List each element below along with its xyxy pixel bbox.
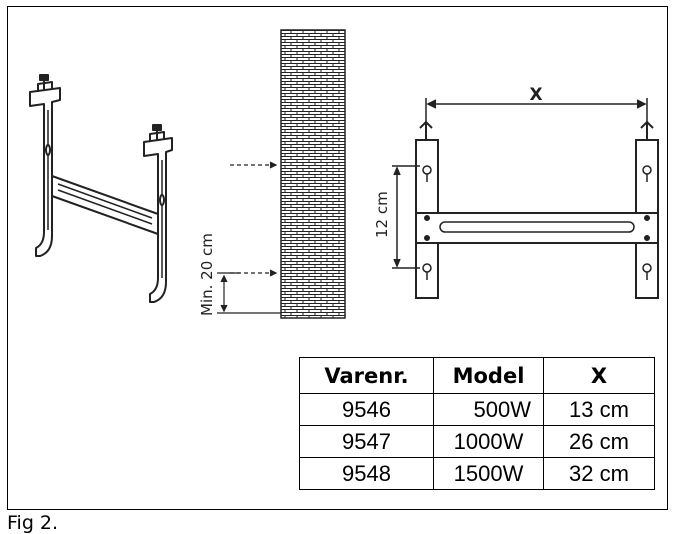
- table-header-row: Varenr. Model X: [299, 357, 655, 394]
- crossbar-slot: [439, 221, 635, 233]
- wall-section-illustration: Min. 20 cm: [198, 29, 346, 319]
- cell-varenr: 9548: [299, 457, 434, 490]
- header-model: Model: [433, 357, 544, 394]
- figure-caption: Fig 2.: [7, 512, 59, 534]
- cell-x: 13 cm: [543, 393, 655, 426]
- cell-varenr: 9546: [299, 393, 434, 426]
- width-x-label: X: [529, 85, 542, 105]
- cell-model: 1500W: [433, 457, 544, 490]
- table-row: 9547 1000W 26 cm: [299, 425, 655, 458]
- left-front-screw-icon: [419, 120, 433, 142]
- table-row: 9546 500W 13 cm: [299, 393, 655, 426]
- cell-model: 500W: [433, 393, 544, 426]
- brick-wall: [280, 29, 346, 319]
- bracket-perspective-illustration: [29, 74, 173, 303]
- cell-x: 32 cm: [543, 457, 655, 490]
- right-front-screw-icon: [640, 120, 654, 142]
- cell-model: 1000W: [433, 425, 544, 458]
- table-row: 9548 1500W 32 cm: [299, 457, 655, 490]
- min-height-label: Min. 20 cm: [198, 233, 216, 316]
- cell-varenr: 9547: [299, 425, 434, 458]
- spacing-label: 12 cm: [373, 191, 391, 238]
- figure-frame: [7, 6, 668, 510]
- min-height-dimension: [217, 272, 281, 314]
- header-varenr: Varenr.: [299, 357, 434, 394]
- header-x: X: [543, 357, 655, 394]
- model-spec-table: Varenr. Model X 9546 500W 13 cm 9547 100…: [299, 357, 655, 490]
- bracket-front-view: X: [373, 85, 659, 299]
- screw-position-markers: [230, 161, 278, 277]
- cell-x: 26 cm: [543, 425, 655, 458]
- spacing-dimension: [392, 165, 420, 269]
